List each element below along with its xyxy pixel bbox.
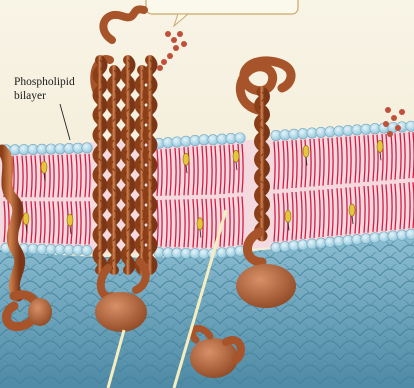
bilayer-label-line2: bilayer bbox=[14, 89, 84, 103]
bilayer-label-line1: Phospholipid bbox=[14, 75, 84, 89]
helix-bundle-cytoplasmic-domain bbox=[95, 292, 147, 332]
single-pass-cytoplasmic-domain bbox=[236, 264, 296, 308]
bilayer-label: Phospholipid bilayer bbox=[14, 75, 84, 103]
callout-box bbox=[146, 0, 298, 14]
